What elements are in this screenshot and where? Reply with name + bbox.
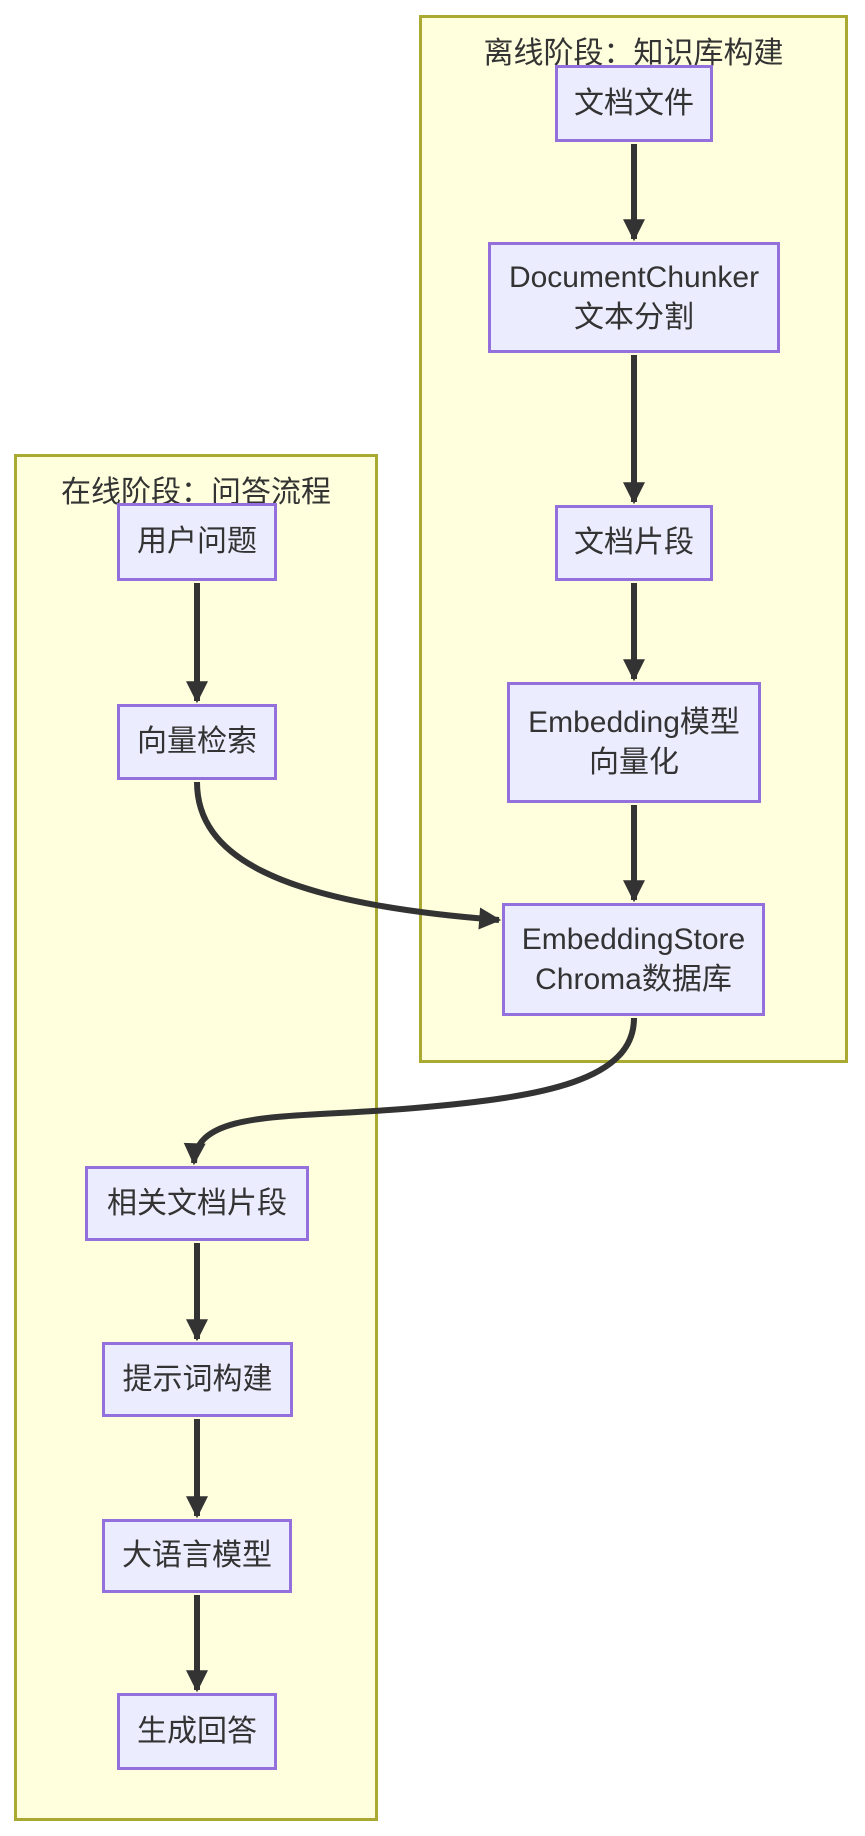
- node-label-line1: Embedding模型: [528, 705, 740, 739]
- node-embedding-store: EmbeddingStore Chroma数据库: [502, 903, 765, 1016]
- node-label: 文档片段: [574, 526, 694, 559]
- node-label: 大语言模型: [122, 1539, 272, 1572]
- node-label-line2: 文本分割: [574, 300, 694, 334]
- node-label-line2: 向量化: [589, 745, 679, 779]
- node-document-fragment: 文档片段: [555, 505, 713, 581]
- node-user-question: 用户问题: [117, 503, 277, 581]
- node-embedding-model: Embedding模型 向量化: [507, 682, 761, 803]
- node-generate-answer: 生成回答: [117, 1693, 277, 1770]
- node-document-chunker: DocumentChunker 文本分割: [488, 242, 780, 353]
- node-vector-search: 向量检索: [117, 704, 277, 780]
- node-prompt-build: 提示词构建: [102, 1342, 293, 1417]
- node-label: 提示词构建: [122, 1362, 273, 1396]
- node-label: 用户问题: [137, 525, 257, 558]
- node-label-line2: Chroma数据库: [535, 962, 732, 996]
- node-label-line1: EmbeddingStore: [521, 922, 746, 956]
- node-llm: 大语言模型: [102, 1519, 292, 1593]
- node-label: 文档文件: [574, 86, 694, 120]
- node-label-line1: DocumentChunker: [508, 260, 760, 294]
- node-label: 生成回答: [137, 1714, 257, 1748]
- node-related-fragments: 相关文档片段: [85, 1166, 309, 1241]
- node-document-file: 文档文件: [555, 65, 713, 142]
- node-label: 向量检索: [137, 725, 257, 758]
- node-label: 相关文档片段: [107, 1186, 287, 1220]
- subgraph-offline-title: 离线阶段：知识库构建: [483, 37, 784, 70]
- subgraph-online: 在线阶段：问答流程: [14, 454, 378, 1821]
